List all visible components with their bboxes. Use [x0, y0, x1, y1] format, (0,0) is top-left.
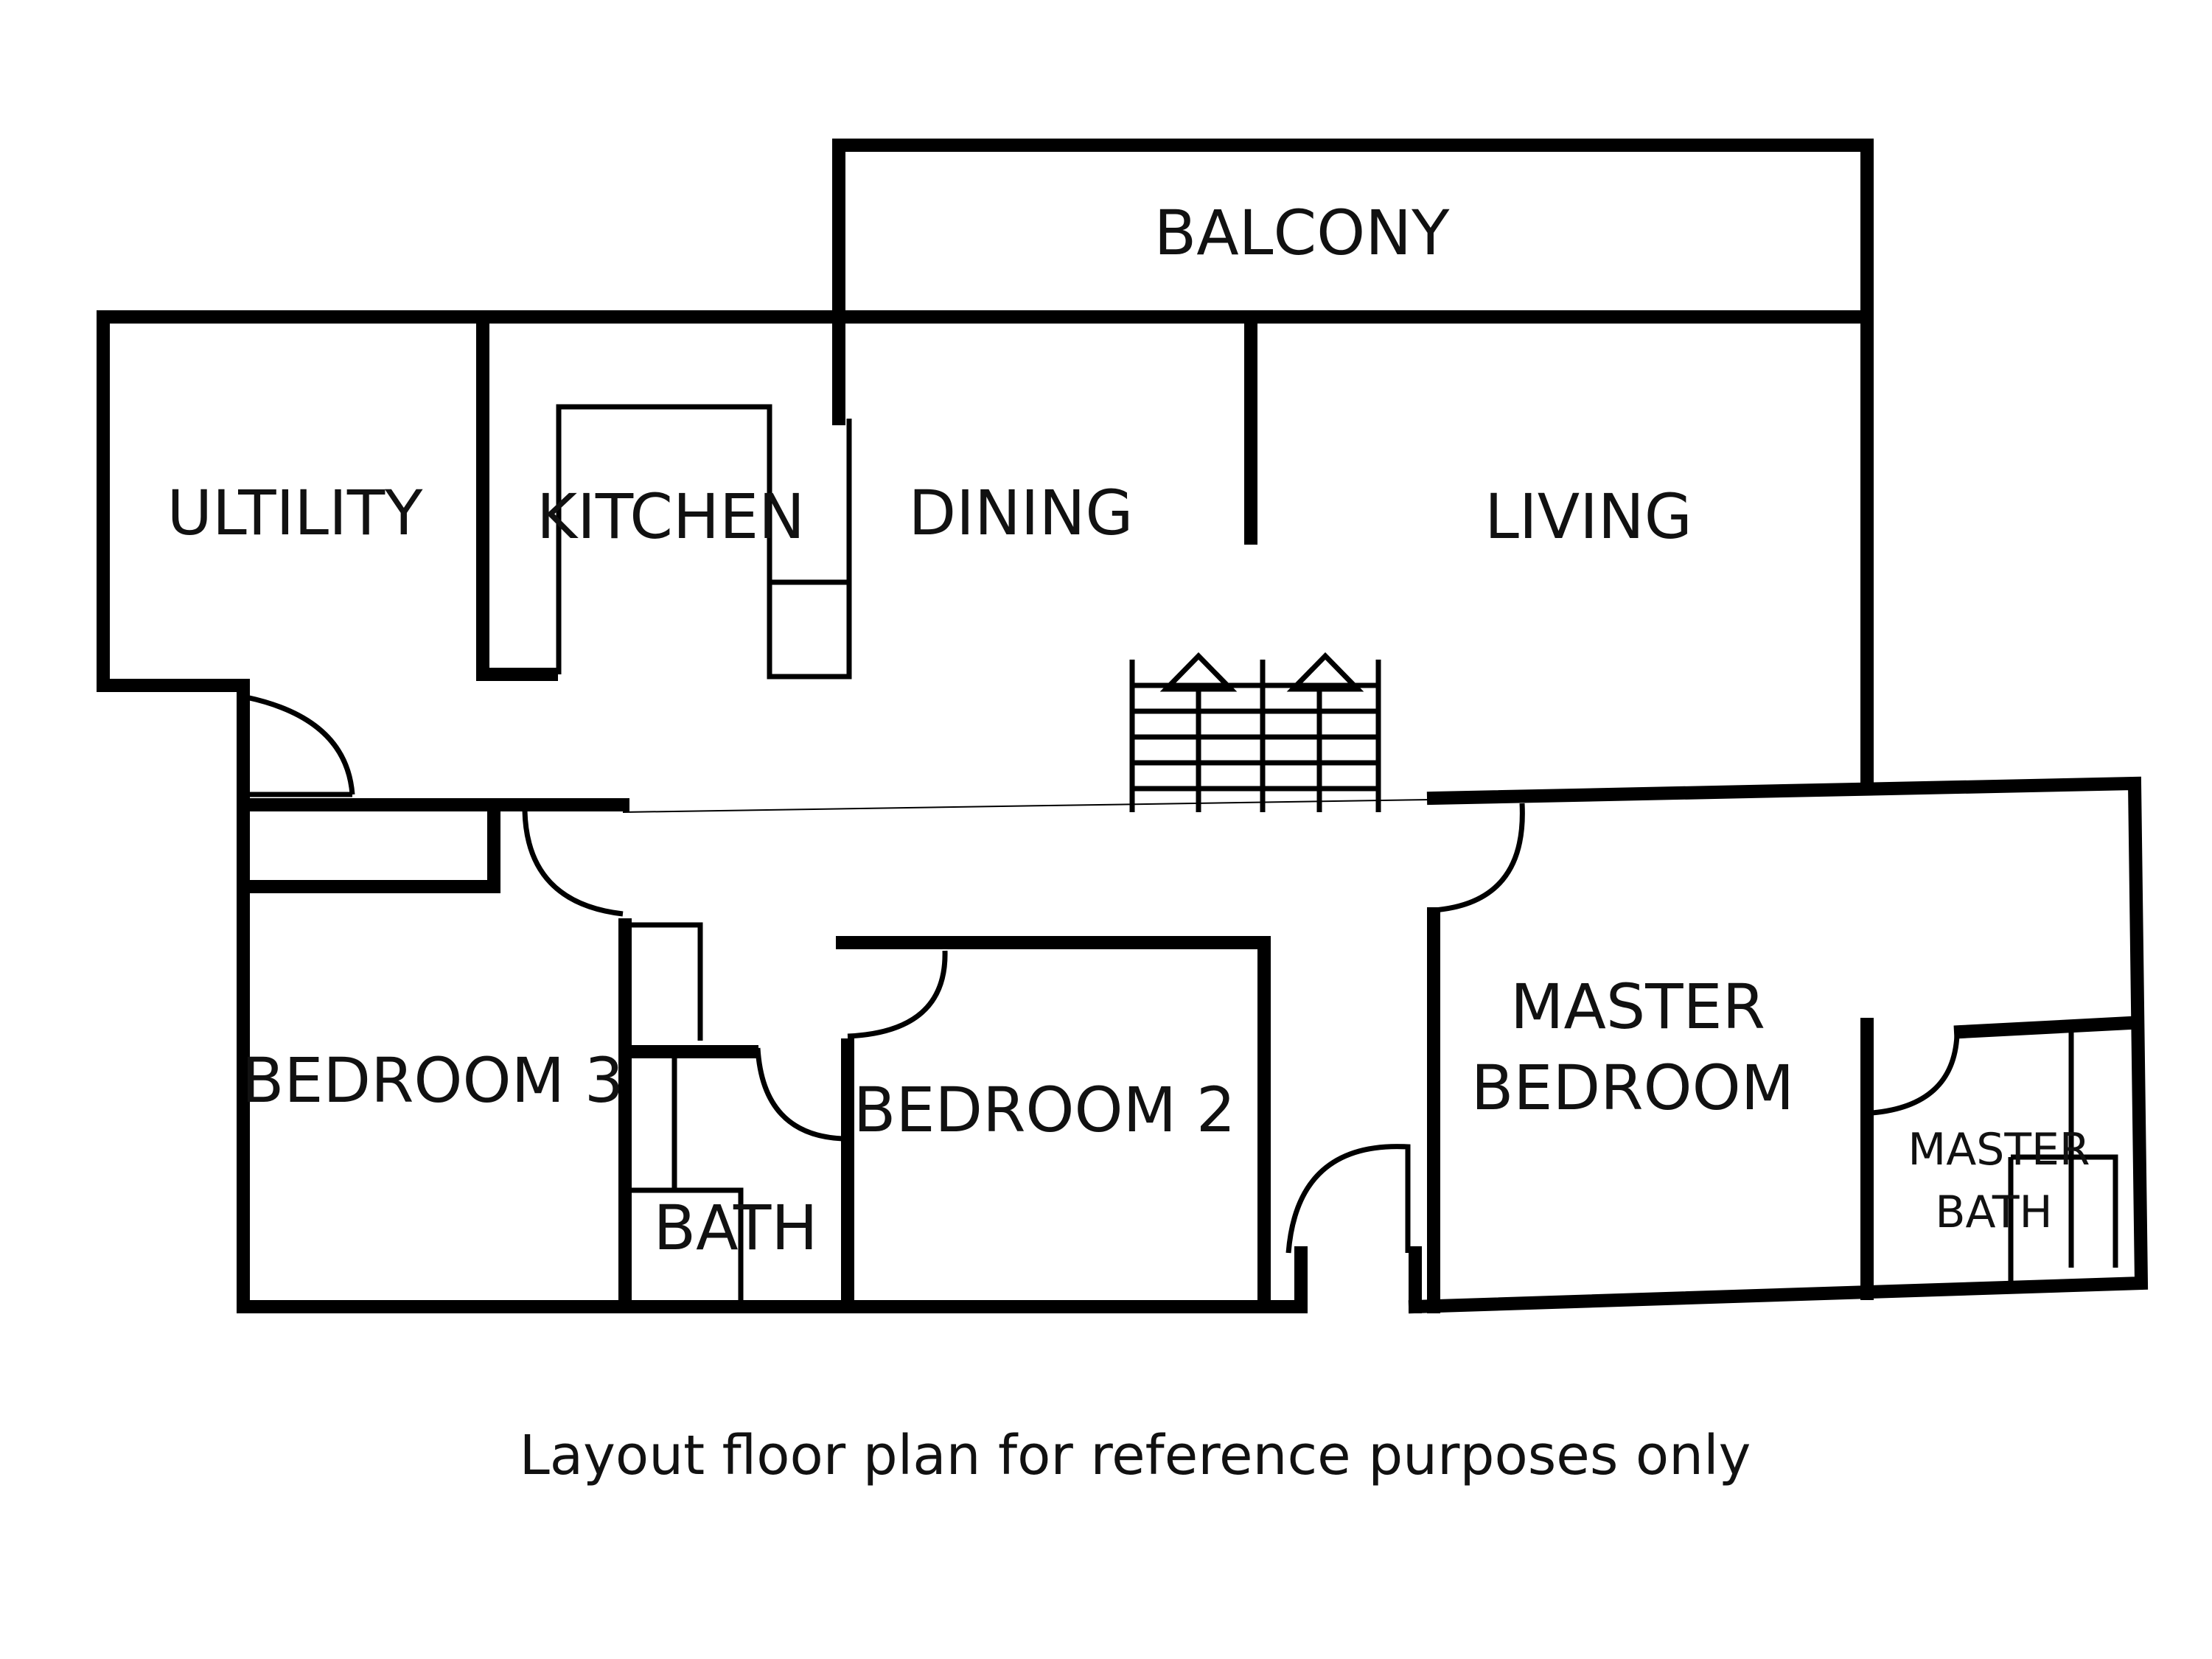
utility-door [243, 694, 355, 797]
room-label-living: LIVING [1484, 481, 1692, 553]
room-label-master-bath-line1: MASTER [1908, 1124, 2090, 1176]
staircase [1129, 652, 1381, 812]
balcony-walls [832, 139, 1874, 421]
room-label-master-bath-line2: BATH [1935, 1187, 2052, 1238]
room-label-balcony: BALCONY [1154, 197, 1450, 269]
room-label-dining: DINING [909, 477, 1134, 549]
room-label-bedroom-3: BEDROOM 3 [242, 1044, 624, 1117]
room-label-utility: ULTILITY [167, 477, 424, 549]
room-label-master-bedroom-line1: MASTER [1510, 971, 1765, 1043]
room-label-master-bedroom-line2: BEDROOM [1471, 1052, 1794, 1124]
lower-fixtures [630, 922, 2118, 1301]
room-label-kitchen: KITCHEN [537, 481, 805, 553]
room-label-bedroom-2: BEDROOM 2 [854, 1074, 1236, 1146]
upper-walls [97, 310, 1874, 800]
door-swings [522, 803, 1960, 1254]
lower-walls [237, 776, 2149, 1314]
kitchen-counters [556, 404, 852, 680]
plan-caption: Layout floor plan for reference purposes… [520, 1424, 1751, 1487]
room-label-bath: BATH [653, 1192, 817, 1264]
